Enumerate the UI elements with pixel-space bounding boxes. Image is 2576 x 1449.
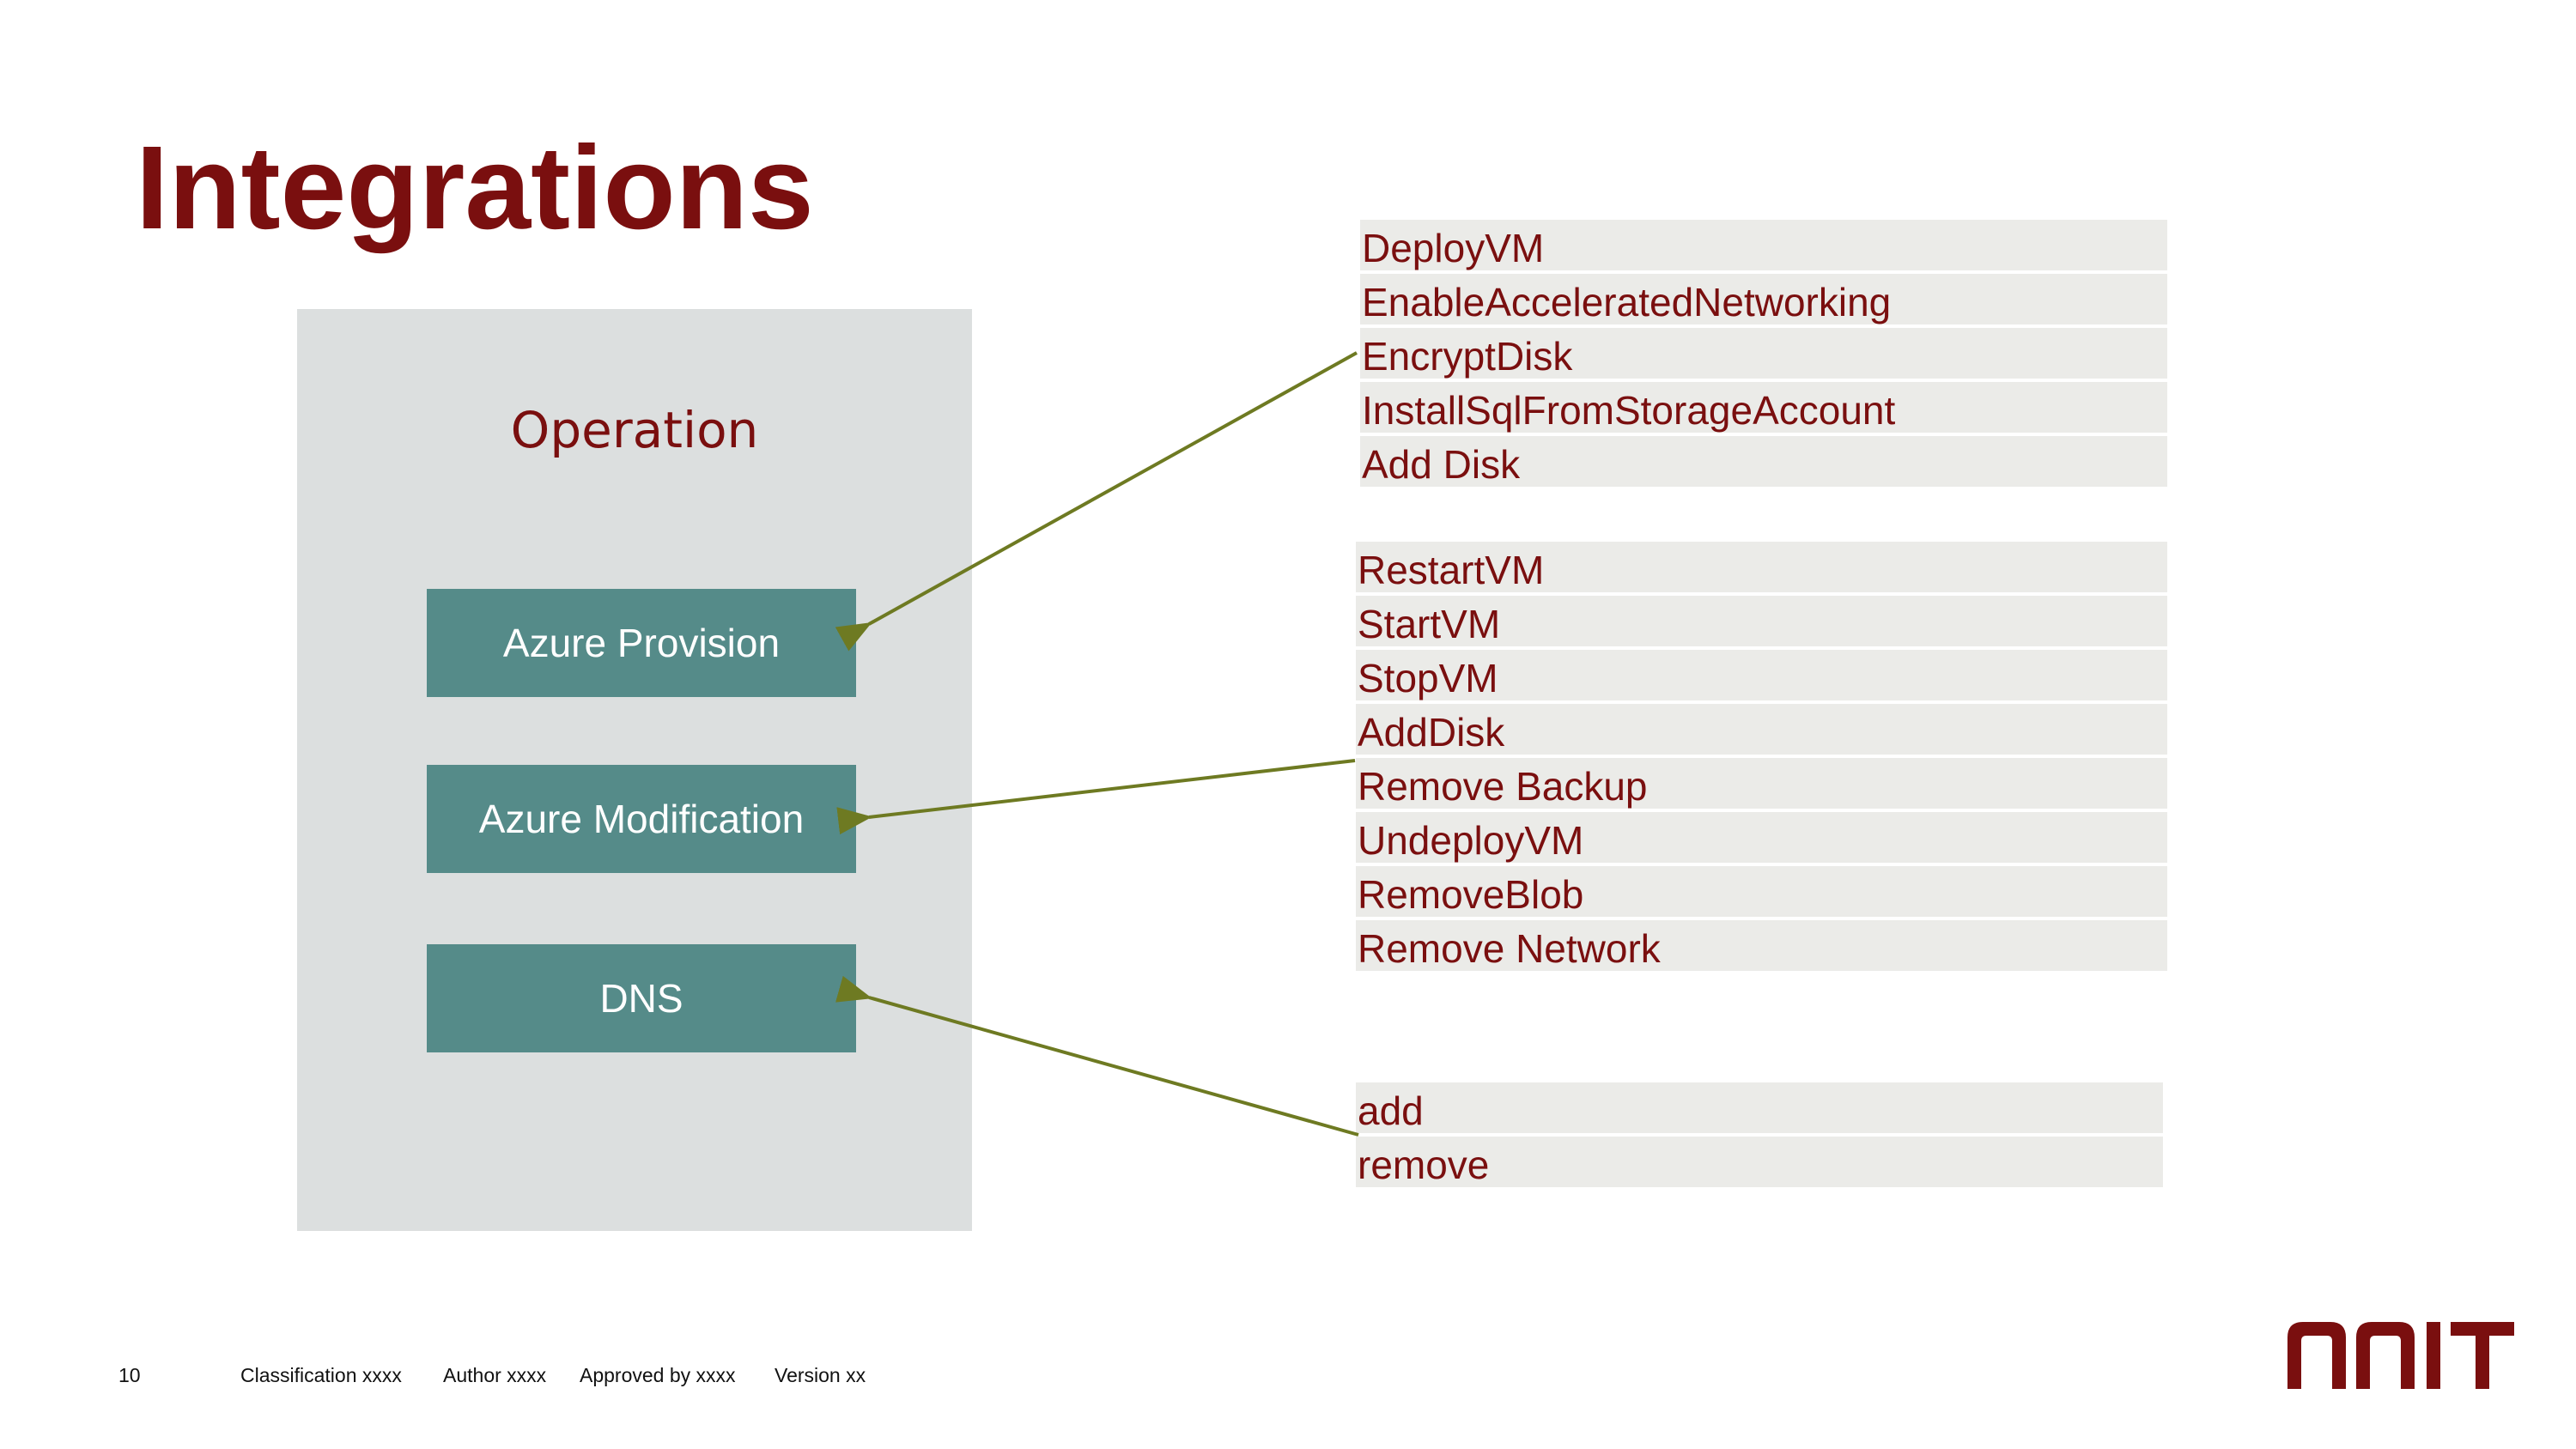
- dns-box: DNS: [427, 944, 856, 1052]
- nnit-logo: [2287, 1322, 2514, 1389]
- approved-by-label: Approved by xxxx: [580, 1364, 736, 1386]
- operation-list-item: EncryptDisk: [1360, 328, 2167, 379]
- operation-list-item: DeployVM: [1360, 220, 2167, 270]
- operation-list-item: Remove Backup: [1356, 758, 2167, 809]
- operation-title: Operation: [510, 401, 759, 459]
- author-label: Author xxxx: [443, 1364, 547, 1386]
- operation-list-item: RemoveBlob: [1356, 866, 2167, 917]
- operation-list-item: RestartVM: [1356, 542, 2167, 592]
- operation-list-item: Remove Network: [1356, 920, 2167, 971]
- classification-label: Classification xxxx: [240, 1364, 402, 1386]
- operation-list-item: StopVM: [1356, 650, 2167, 700]
- operation-list-item: remove: [1356, 1137, 2163, 1187]
- operation-list-item: UndeployVM: [1356, 812, 2167, 863]
- operation-list-item: AddDisk: [1356, 704, 2167, 755]
- arrow-modification: [836, 759, 1356, 835]
- operation-list-item: InstallSqlFromStorageAccount: [1360, 382, 2167, 433]
- arrow-provision: [835, 351, 1358, 652]
- operation-panel: Operation Azure Provision Azure Modifica…: [297, 309, 972, 1231]
- operation-list-item: add: [1356, 1082, 2163, 1133]
- operation-list-item: EnableAcceleratedNetworking: [1360, 274, 2167, 324]
- operation-list-item: StartVM: [1356, 596, 2167, 646]
- operation-list-item: Add Disk: [1360, 436, 2167, 487]
- arrow-dns: [835, 975, 1359, 1137]
- page-number: 10: [118, 1364, 141, 1386]
- azure-provision-box: Azure Provision: [427, 589, 856, 697]
- slide-title: Integrations: [136, 122, 814, 254]
- azure-modification-box: Azure Modification: [427, 765, 856, 873]
- version-label: Version xx: [775, 1364, 866, 1386]
